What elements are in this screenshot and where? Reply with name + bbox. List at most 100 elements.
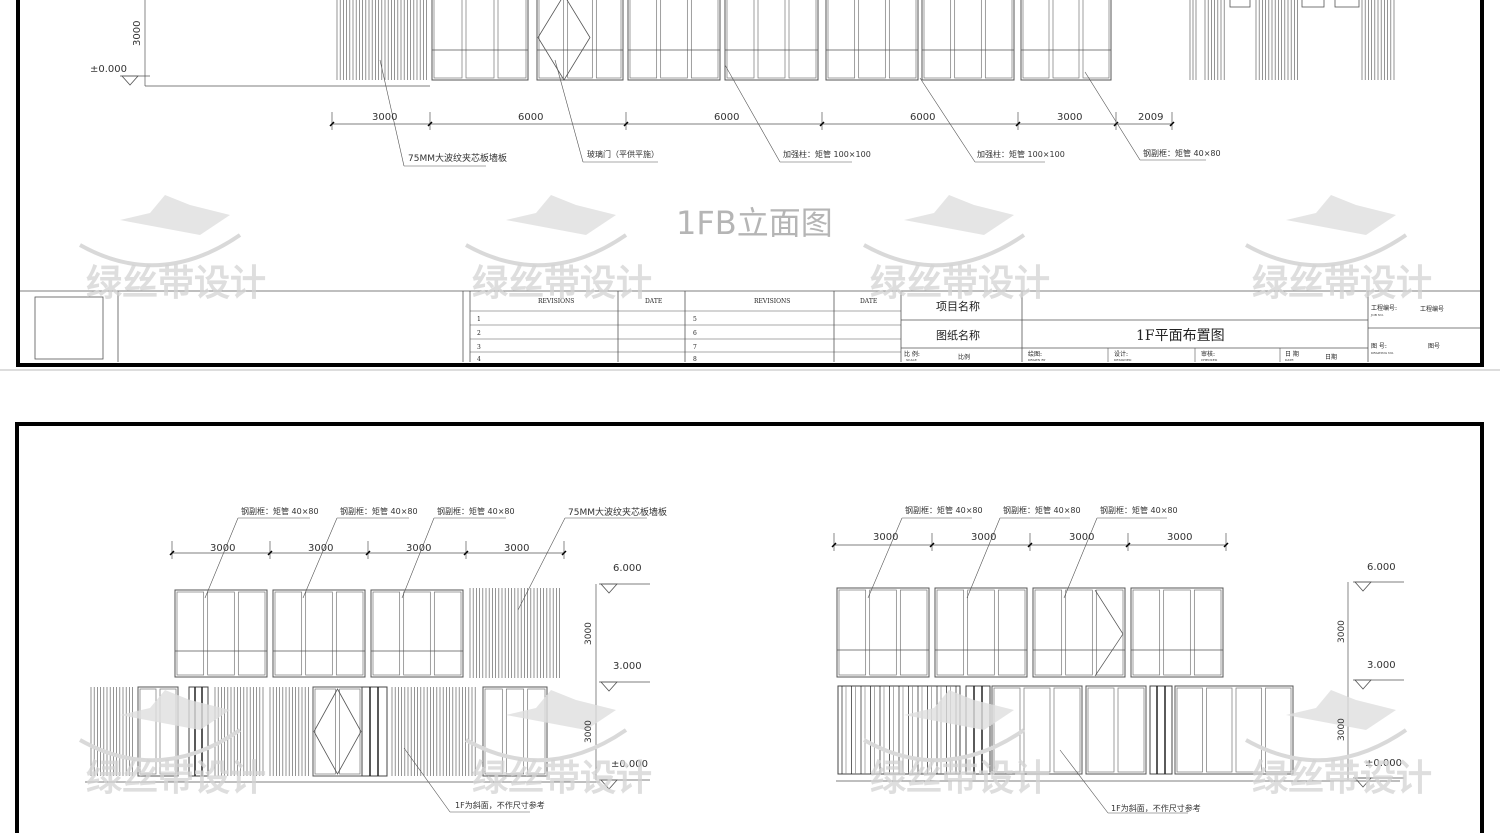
window-pane [1235,687,1262,773]
dimension-tick [929,542,935,548]
leader-label: 钢副框：矩管 40×80 [437,506,515,516]
window-pane [997,589,1026,676]
window-frame [1020,0,1112,81]
level-label: ±0.000 [1365,758,1402,769]
leader-line [554,59,584,163]
window-frame [312,686,363,777]
revision-number: 7 [693,344,697,351]
window-pane [1265,687,1292,773]
watermark-fish-icon [506,690,616,730]
drawn-by-label-en: DRAWN BY [1028,358,1046,362]
window-pane [207,591,235,676]
leader-label: 加强柱：矩管 100×100 [977,149,1065,159]
window-pane [1117,687,1145,773]
level-label: 6.000 [1367,562,1396,573]
dimension-tick [427,121,433,127]
watermark-logo: 绿丝带设计 [1252,263,1432,304]
window-pane [788,0,817,79]
window-pane [726,0,755,79]
watermark-wave-icon [465,728,628,763]
window-frame [188,686,209,777]
date-header: DATE [860,298,877,305]
leader-line [517,517,566,611]
leader-label: 钢副框：矩管 40×80 [905,505,983,515]
window-pane [433,0,463,79]
drawing-no-value: 图号 [1428,343,1440,350]
window-pane [433,591,462,676]
checked-label: 审核: [1201,350,1215,358]
scale-label-en: SCALE [906,358,917,362]
project-name-label: 项目名称 [936,299,980,313]
job-no-value: 工程编号 [1420,305,1444,313]
level-triangle-icon [1354,777,1372,788]
watermark-wave-icon [863,728,1026,763]
date-label: 日 期 [1285,350,1299,358]
window-pane [888,0,917,79]
dimension-tick [819,121,825,127]
watermark-wave-icon [465,233,628,268]
window-pane [1095,589,1124,676]
window-pane [967,589,995,676]
top-sheet-frame [16,0,1484,367]
dimension-tick [561,550,567,556]
height-dimension: 3000 [584,622,594,645]
watermark-fish-icon [506,195,616,235]
revision-number: 1 [477,316,481,323]
window-pane [757,0,786,79]
window-pane [984,0,1013,79]
revision-number: 6 [693,330,697,337]
leader-line [204,517,239,599]
window-pane [1132,589,1161,676]
dimension-tick [1113,121,1119,127]
watermark-fish-icon [120,690,230,730]
height-dimension: 3000 [584,720,594,743]
window-pane [629,0,658,79]
leader-line [966,517,1001,599]
window-frame [370,589,464,678]
revisions-header: REVISIONS [754,298,790,305]
window-pane [1176,687,1203,773]
leader-label: 75MM大波纹夹芯板墙板 [408,152,507,164]
window-pane [335,591,364,676]
leader-line [919,77,976,163]
window-pane [923,0,952,79]
watermark-fish-icon [904,690,1014,730]
window-frame [965,685,991,775]
watermark-logo: 绿丝带设计 [472,263,652,304]
window-frame [825,0,919,81]
leader-label: 加强柱：矩管 100×100 [783,149,871,159]
leader-line [1059,749,1109,814]
dimension-label: 3000 [971,532,996,543]
leader-line [1063,517,1098,599]
level-triangle-icon [600,779,618,790]
door-swing-diamond [537,0,591,81]
door-swing-diamond [313,688,362,775]
watermark-wave-icon [79,728,242,763]
watermark-logo: 绿丝带设计 [472,758,652,799]
window-pane [1053,687,1081,773]
window-frame [991,685,1083,775]
dimension-tick [1125,542,1131,548]
window-pane [274,591,303,676]
checked-label-en: CHECKED [1201,358,1218,362]
dimension-label: 3000 [504,543,529,554]
watermark-fish-icon [904,195,1014,235]
elevation-title: 1FB立面图 [676,204,833,242]
dimension-label: 3000 [1057,112,1082,123]
window-frame [1032,587,1126,678]
window-frame [174,589,268,678]
window-frame [272,589,366,678]
watermark-wave-icon [1245,233,1408,268]
drawing-name: 1F平面布置图 [1136,328,1225,344]
revision-number: 3 [477,344,481,351]
drawing-no-label: 图 号: [1371,343,1387,350]
window-pane [993,687,1021,773]
dimension-tick [267,550,273,556]
window-pane [314,688,336,775]
window-frame [1334,0,1360,8]
revisions-header: REVISIONS [538,298,574,305]
window-pane [660,0,688,79]
dimension-tick [1169,121,1175,127]
leader-label: 钢副框：矩管 40×80 [340,506,418,516]
door-swing-line [1094,589,1124,635]
